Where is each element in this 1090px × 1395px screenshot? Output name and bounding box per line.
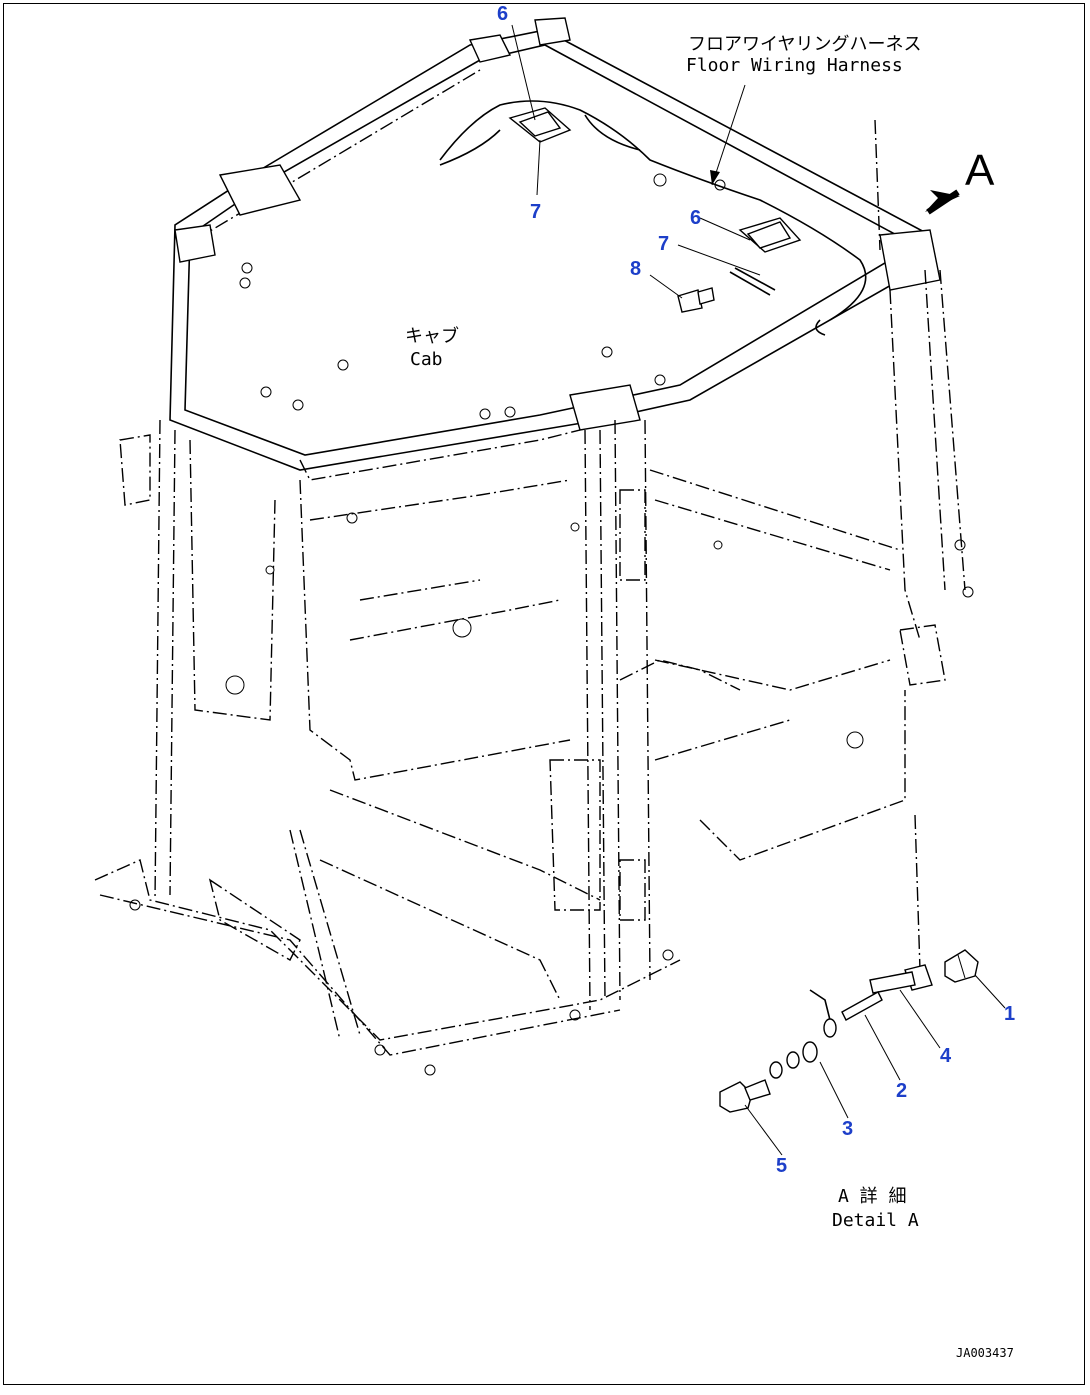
- callout-5: 5: [776, 1155, 787, 1177]
- text-labels: フロアワイヤリングハーネス Floor Wiring Harness キャブ C…: [405, 34, 1014, 1360]
- callout-6-roof: 6: [497, 3, 508, 25]
- leader-lines: [511, 24, 1006, 1156]
- callouts: 6 7 6 7 8 1 4 2 3 5: [497, 3, 1015, 1177]
- cab-label-en: Cab: [410, 349, 443, 370]
- drawing-code: JA003437: [956, 1346, 1014, 1360]
- detail-label-jp: A 詳 細: [838, 1186, 907, 1207]
- callout-3: 3: [842, 1118, 853, 1140]
- view-letter: A: [965, 146, 995, 195]
- harness-label-jp: フロアワイヤリングハーネス: [688, 34, 921, 55]
- cab-roof: [169, 17, 941, 481]
- callout-4: 4: [940, 1045, 952, 1067]
- callout-7-rear: 7: [658, 233, 669, 255]
- callout-8: 8: [630, 258, 641, 280]
- callout-2: 2: [896, 1080, 907, 1102]
- cab-frame: [94, 269, 974, 1076]
- floor-wiring-harness: [439, 100, 867, 336]
- drawing-border: [3, 3, 1085, 1385]
- roof-parts: [508, 107, 802, 313]
- detail-label-en: Detail A: [832, 1210, 919, 1231]
- callout-6-rear: 6: [690, 207, 701, 229]
- view-arrow-a: A: [925, 146, 995, 215]
- callout-7-roof: 7: [530, 201, 541, 223]
- cab-label-jp: キャブ: [405, 325, 459, 347]
- callout-1: 1: [1004, 1003, 1015, 1025]
- detail-a-hardware: [719, 119, 979, 1113]
- harness-label-en: Floor Wiring Harness: [686, 55, 903, 76]
